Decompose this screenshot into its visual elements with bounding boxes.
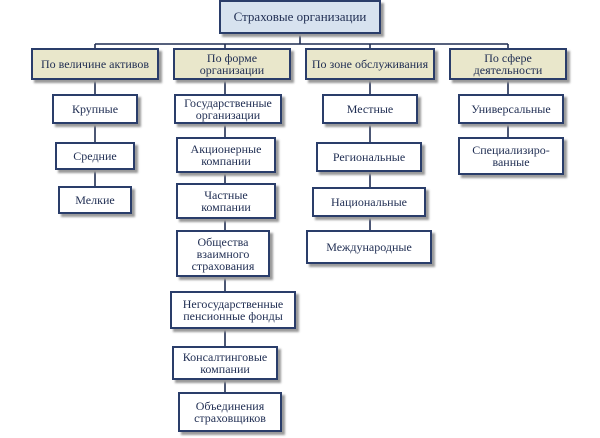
node-label: Общества взаимного страхования bbox=[191, 234, 255, 273]
node-state-orgs: Государственные организации bbox=[174, 94, 282, 124]
node-consulting: Консалтинговые компании bbox=[172, 346, 278, 380]
node-label: Консалтинговые компании bbox=[182, 350, 268, 376]
node-label: Негосударственные пенсионные фонды bbox=[182, 297, 284, 323]
node-insurer-unions: Объединения страховщиков bbox=[178, 392, 282, 432]
node-label: Мелкие bbox=[75, 193, 115, 207]
node-regional: Региональные bbox=[316, 142, 422, 172]
node-label: Средние bbox=[73, 149, 117, 163]
node-label: Крупные bbox=[71, 102, 119, 116]
node-label: Региональные bbox=[332, 150, 406, 164]
node-label: Международные bbox=[326, 240, 412, 254]
node-label: Объединения страховщиков bbox=[194, 399, 266, 425]
node-joint-stock: Акционерные компании bbox=[176, 137, 276, 173]
node-label: Национальные bbox=[331, 195, 407, 209]
category-org-form: По форме организации bbox=[173, 48, 291, 80]
category-activity-scope: По сфере деятельности bbox=[449, 48, 567, 80]
node-national: Национальные bbox=[312, 187, 426, 217]
node-universal: Универсальные bbox=[458, 94, 564, 124]
node-label: Частные компании bbox=[201, 188, 251, 214]
node-label: Местные bbox=[346, 102, 394, 116]
node-label: Акционерные компании bbox=[190, 142, 262, 168]
node-label: Государственные организации bbox=[184, 96, 272, 122]
node-mutual: Общества взаимного страхования bbox=[176, 230, 270, 277]
node-pension-funds: Негосударственные пенсионные фонды bbox=[170, 291, 296, 329]
node-small: Мелкие bbox=[58, 186, 132, 214]
node-international: Международные bbox=[306, 230, 432, 264]
node-large: Крупные bbox=[52, 94, 138, 124]
category-asset-size: По величине активов bbox=[31, 48, 159, 80]
node-label: Специализиро-ванные bbox=[472, 143, 550, 169]
root-label: Страховые организации bbox=[233, 9, 367, 24]
node-specialized: Специализиро-ванные bbox=[458, 137, 564, 175]
category-label: По величине активов bbox=[40, 57, 150, 71]
node-local: Местные bbox=[322, 94, 418, 124]
category-service-zone: По зоне обслуживания bbox=[305, 48, 435, 80]
category-label: По сфере деятельности bbox=[473, 51, 543, 77]
category-label: По форме организации bbox=[199, 51, 265, 77]
node-private: Частные компании bbox=[176, 183, 276, 219]
category-label: По зоне обслуживания bbox=[311, 57, 429, 71]
node-label: Универсальные bbox=[471, 102, 551, 116]
node-medium: Средние bbox=[55, 142, 135, 170]
root-node: Страховые организации bbox=[219, 0, 381, 34]
